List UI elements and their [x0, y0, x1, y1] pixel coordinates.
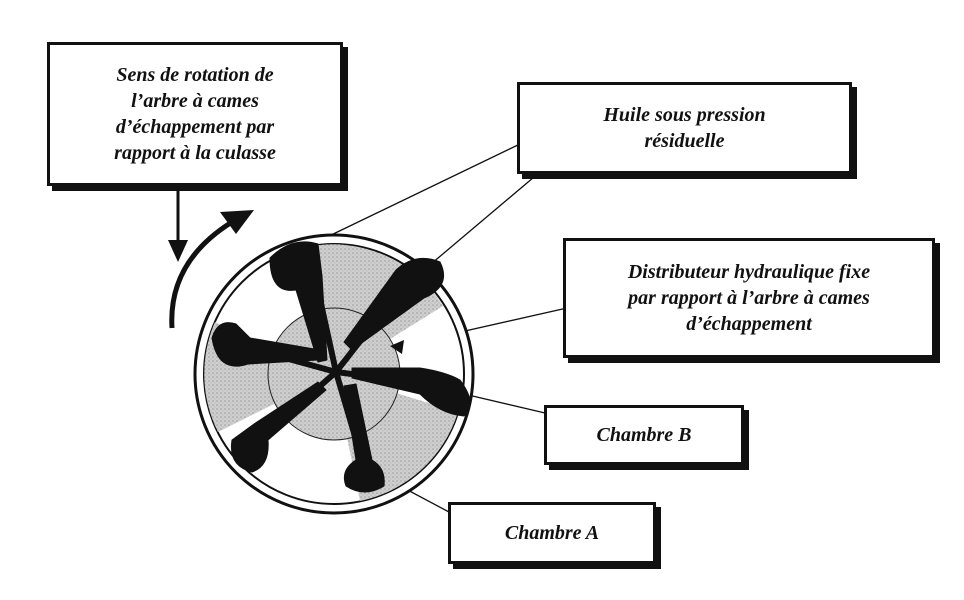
oil-label-line-2: résiduelle	[644, 130, 725, 152]
distributor-label-box: Distributeur hydraulique fixe par rappor…	[563, 238, 935, 358]
rotation-label-line-3: d’échappement par	[115, 116, 275, 138]
oil-label-line-1: Huile sous pression	[603, 104, 766, 126]
oil-label-box: Huile sous pression résiduelle	[517, 82, 852, 174]
rotation-label-line-1: Sens de rotation de	[116, 64, 274, 86]
chamber-b-label: Chambre B	[596, 424, 692, 446]
leader-oil-1	[326, 142, 523, 238]
vane-bottom	[343, 383, 385, 493]
rotation-label-box: Sens de rotation de l’arbre à cames d’éc…	[47, 42, 343, 186]
rotation-label-line-2: l’arbre à cames	[131, 90, 259, 112]
curved-arrowhead-icon	[220, 210, 254, 234]
distributor-label-line-3: d’échappement	[686, 313, 812, 335]
spoke-2	[333, 287, 403, 375]
spoke-6	[333, 369, 365, 463]
spokes	[253, 287, 433, 463]
chamber-a-label-box: Chambre A	[448, 502, 656, 564]
rotor-assembly	[193, 233, 475, 515]
distributor-pointer-icon	[390, 340, 404, 354]
vane-top-left	[269, 241, 328, 363]
curved-arrow-icon	[169, 219, 234, 329]
spoke-4	[333, 369, 433, 387]
spoke-3	[253, 347, 339, 375]
distributor-label-line-2: par rapport à l’arbre à cames	[628, 287, 870, 309]
rotation-indicator	[168, 190, 254, 329]
spoke-5	[265, 369, 339, 435]
vane-left	[211, 322, 321, 367]
chamber-a-label: Chambre A	[504, 522, 600, 544]
distributor-label-line-1: Distributeur hydraulique fixe	[627, 261, 871, 283]
chamber-b-label-box: Chambre B	[544, 405, 744, 465]
rotation-label-line-4: rapport à la culasse	[114, 142, 276, 164]
down-arrowhead-icon	[168, 240, 188, 262]
spoke-1	[315, 287, 339, 375]
